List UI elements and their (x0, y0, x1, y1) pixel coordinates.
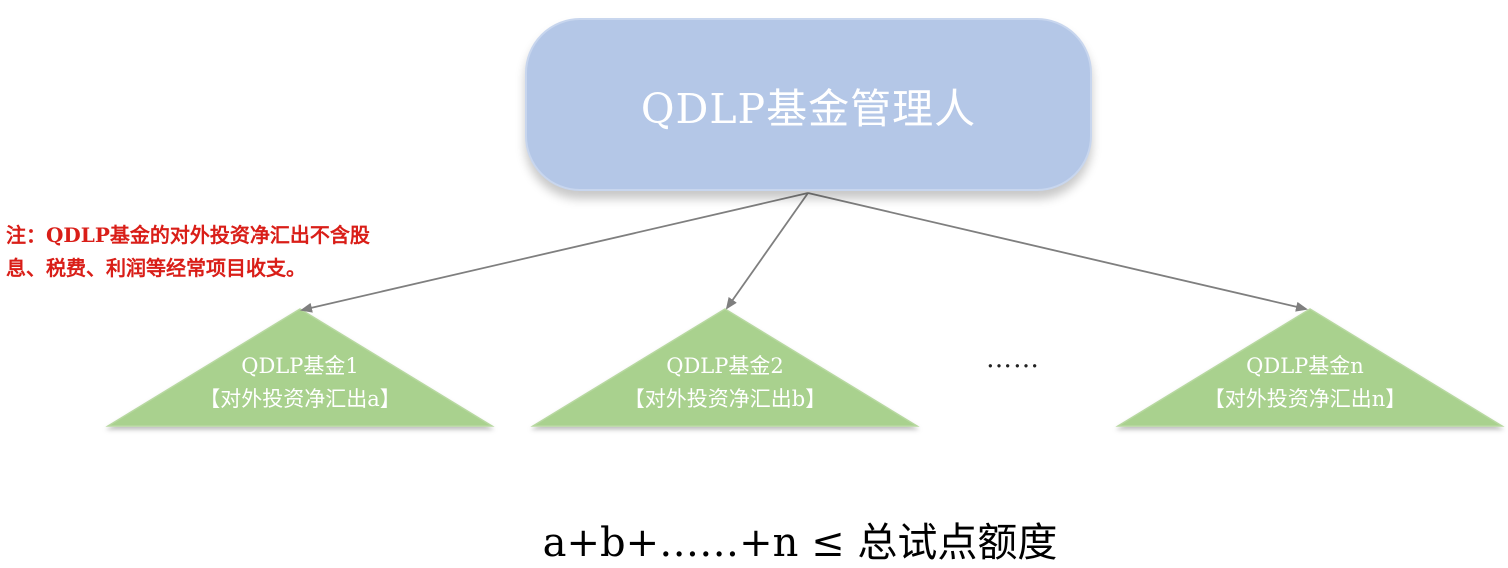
more-funds-ellipsis: …… (986, 344, 1040, 374)
fund-1-triangle (105, 308, 495, 427)
fund-1-name: QDLP基金1 (241, 354, 359, 378)
fund-2-label: QDLP基金2 【对外投资净汇出b】 (595, 350, 855, 416)
arrow-to-fund-n (807, 192, 1308, 312)
fund-1-label: QDLP基金1 【对外投资净汇出a】 (170, 350, 430, 416)
note-line-2: 息、税费、利润等经常项目收支。 (6, 256, 306, 280)
quota-formula-text: a+b+……+n ≤ 总试点额度 (542, 520, 1058, 566)
fund-1-outflow: 【对外投资净汇出a】 (199, 387, 401, 411)
quota-formula: a+b+……+n ≤ 总试点额度 (0, 510, 1508, 568)
fund-n-triangle (1115, 308, 1505, 427)
fund-n-name: QDLP基金n (1246, 354, 1364, 378)
fund-2-triangle (530, 308, 920, 427)
fund-2-name: QDLP基金2 (666, 354, 784, 378)
fund-n-outflow: 【对外投资净汇出n】 (1203, 387, 1407, 411)
arrow-to-fund-1 (300, 192, 809, 313)
note-line-1: 注：QDLP基金的对外投资净汇出不含股 (6, 223, 370, 247)
arrow-to-fund-2 (725, 192, 809, 310)
manager-node: QDLP基金管理人 (525, 18, 1092, 191)
fund-2-outflow: 【对外投资净汇出b】 (623, 387, 827, 411)
fund-n-label: QDLP基金n 【对外投资净汇出n】 (1175, 350, 1435, 416)
manager-label: QDLP基金管理人 (640, 84, 977, 133)
note-text: 注：QDLP基金的对外投资净汇出不含股 息、税费、利润等经常项目收支。 (6, 219, 446, 285)
